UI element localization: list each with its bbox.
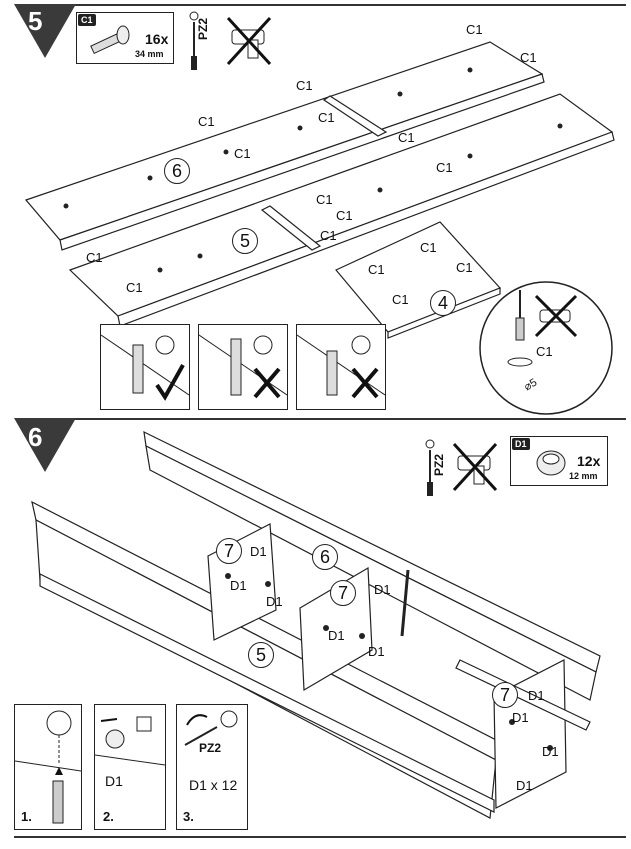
step6-part-tag: D1: [512, 438, 530, 450]
substep-3-number: 3.: [183, 809, 194, 824]
panel-number-7: 7: [330, 580, 356, 606]
substep-3-tool: PZ2: [199, 741, 222, 755]
step6-d1-label: D1: [230, 578, 247, 593]
detail-c1-label: C1: [536, 344, 553, 359]
tighten-cam-icon: [184, 710, 238, 746]
step5-c1-label: C1: [398, 130, 415, 145]
panel-number-7: 7: [216, 538, 242, 564]
step5-panels-drawing: [24, 41, 615, 415]
step6-qty: 12x: [577, 453, 601, 469]
step5-c1-label: C1: [420, 240, 437, 255]
step5-c1-label: C1: [436, 160, 453, 175]
screwdriver-icon: [425, 439, 435, 496]
step5-c1-label: C1: [86, 250, 103, 265]
cam-lock-icon: [536, 450, 566, 476]
insert-bolt-icon: [15, 710, 81, 824]
panel-number-7: 7: [492, 682, 518, 708]
step5-top-rule: [18, 4, 626, 6]
step5-c1-label: C1: [296, 78, 313, 93]
step6-d1-label: D1: [250, 544, 267, 559]
step5-c1-label: C1: [316, 192, 333, 207]
substep-3-label: D1 x 12: [189, 777, 238, 793]
step5-c1-label: C1: [392, 292, 409, 307]
panel-number-5: 5: [232, 228, 258, 254]
panel-number-5: 5: [248, 642, 274, 668]
substep-1-number: 1.: [21, 809, 32, 824]
substep-3-box: PZ2 D1 x 12 3.: [176, 704, 248, 830]
step5-c1-label: C1: [126, 280, 143, 295]
substep-2-number: 2.: [103, 809, 114, 824]
step6-part-box: D1 12x 12 mm: [510, 436, 608, 486]
step5-qty: 16x: [145, 31, 169, 47]
panel-number-6: 6: [164, 158, 190, 184]
wrong-check-panel: [296, 324, 386, 410]
correct-check-panel: [100, 324, 190, 410]
substep-2-box: D1 2.: [94, 704, 166, 830]
bottom-rule: [14, 836, 626, 838]
wrong-dowel-icon: [199, 334, 287, 399]
wrong-dowel-icon: [297, 334, 385, 399]
screwdriver-icon: [189, 11, 199, 70]
panel-number-4: 4: [430, 290, 456, 316]
wrong-check-panel: [198, 324, 288, 410]
correct-dowel-icon: [101, 334, 189, 401]
step6-d1-label: D1: [328, 628, 345, 643]
step5-part-tag: C1: [78, 14, 96, 26]
step6-d1-label: D1: [374, 582, 391, 597]
step5-length: 34 mm: [135, 49, 164, 59]
step6-d1-label: D1: [266, 594, 283, 609]
step5-c1-label: C1: [320, 228, 337, 243]
step5-part-box: C1 16x 34 mm: [76, 12, 174, 64]
no-drill-icon: [226, 16, 272, 66]
step6-d1-label: D1: [512, 710, 529, 725]
step6-d1-label: D1: [516, 778, 533, 793]
step6-d1-label: D1: [368, 644, 385, 659]
step6-top-rule: [18, 418, 626, 420]
cam-dowel-icon: [90, 25, 130, 55]
step5-c1-label: C1: [234, 146, 251, 161]
step5-c1-label: C1: [318, 110, 335, 125]
step5-c1-label: C1: [456, 260, 473, 275]
substep-2-label: D1: [105, 773, 123, 789]
step5-c1-label: C1: [368, 262, 385, 277]
step5-c1-label: C1: [520, 50, 537, 65]
step5-number: 5: [28, 6, 43, 36]
no-drill-icon: [452, 442, 498, 492]
cam-insert-icon: [95, 716, 165, 766]
step5-c1-label: C1: [466, 22, 483, 37]
step5-badge: [14, 4, 76, 58]
step5-c1-label: C1: [198, 114, 215, 129]
step6-d1-label: D1: [528, 688, 545, 703]
step6-d1-label: D1: [542, 744, 559, 759]
step6-badge: [14, 418, 76, 472]
substep-1-box: 1.: [14, 704, 82, 830]
step6-number: 6: [28, 422, 43, 452]
step6-length: 12 mm: [569, 471, 598, 481]
panel-number-6: 6: [312, 544, 338, 570]
step5-c1-label: C1: [336, 208, 353, 223]
